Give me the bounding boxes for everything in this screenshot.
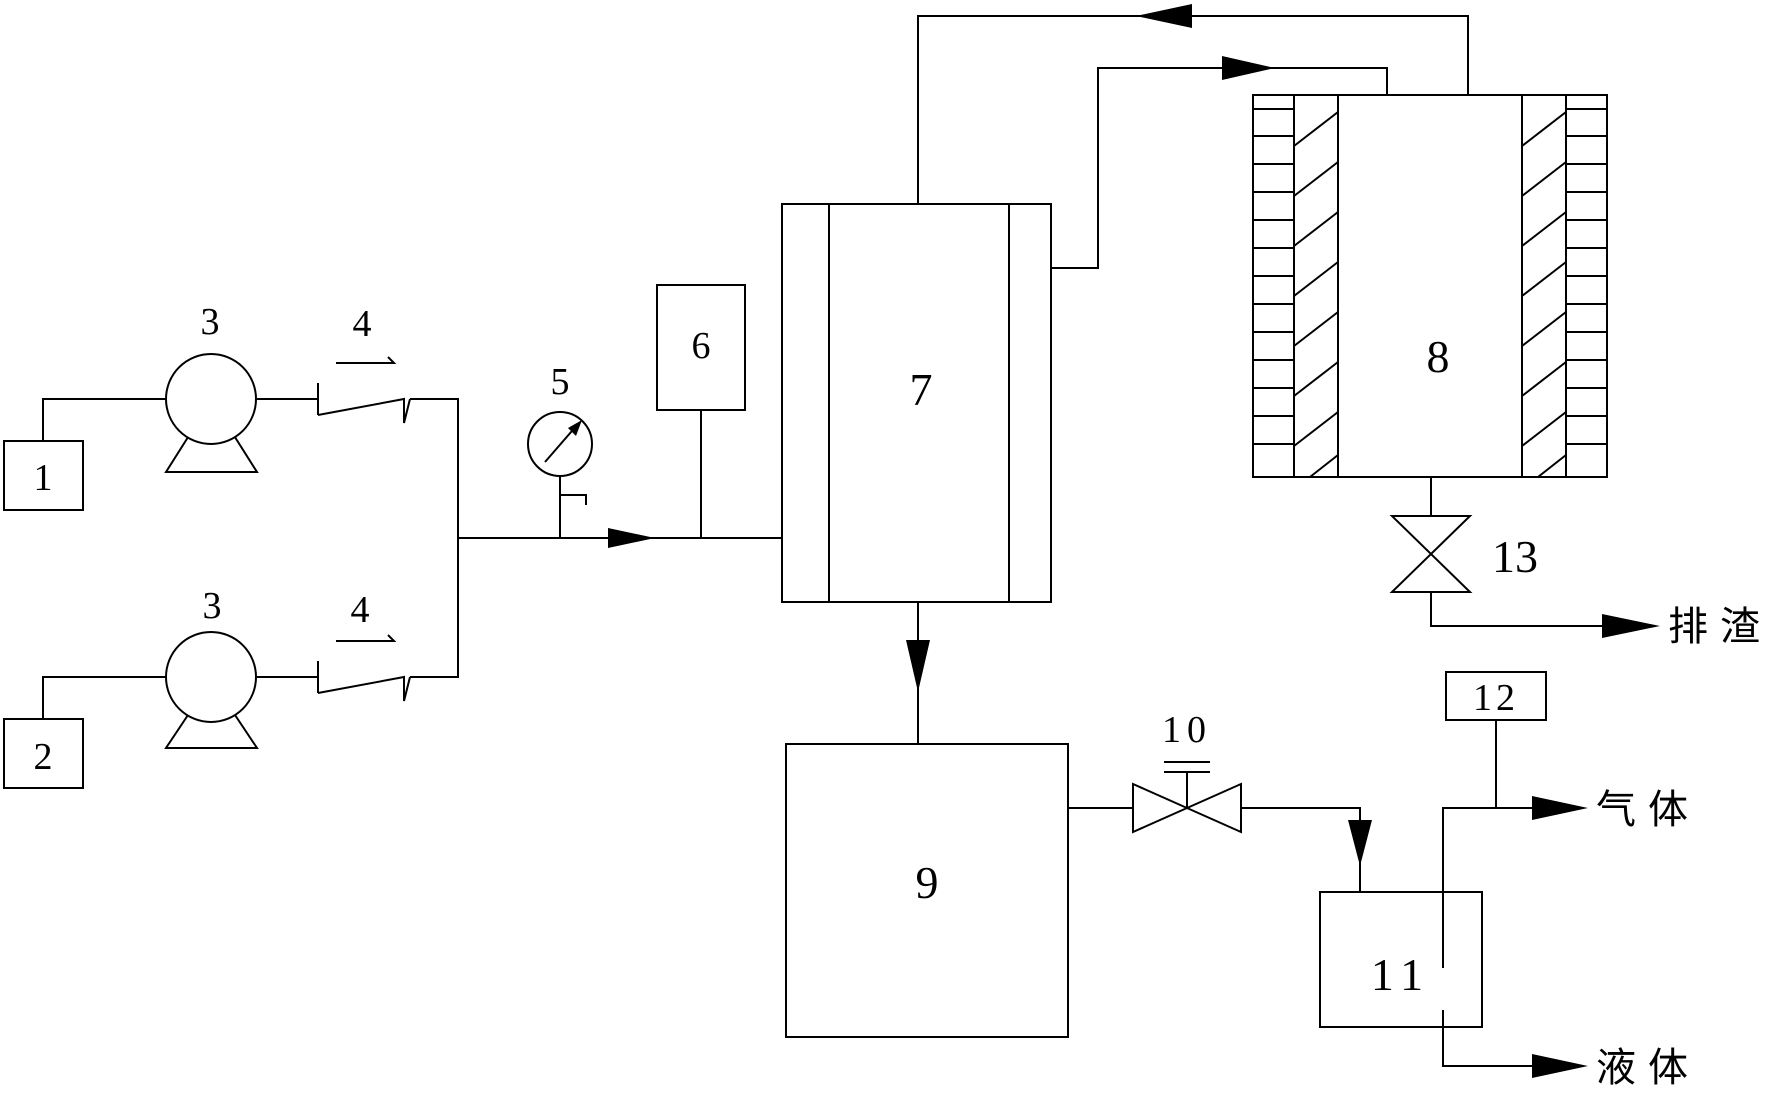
pipe-8-to-7-return (917, 15, 1469, 204)
unit-8 (1252, 94, 1608, 478)
pipe-valve10-to-11-arrow (1348, 820, 1372, 866)
unit-9 (785, 743, 1069, 1038)
check-valve-bottom (317, 675, 411, 702)
separator-11-label: 11 (1371, 949, 1431, 1000)
valve-13 (1389, 515, 1473, 593)
unit-12 (1445, 671, 1547, 721)
check-valve-bottom-label: 4 (351, 589, 370, 631)
pump-bottom (165, 631, 257, 723)
pipe-8-to-7-arrow (1136, 4, 1192, 28)
pipe-slag-discharge (1430, 592, 1602, 627)
unit-7-label: 7 (910, 364, 933, 415)
pipe-liquid-outlet (1442, 1010, 1532, 1067)
feed-tank-2-label: 2 (34, 736, 53, 778)
unit-7 (781, 203, 1052, 603)
check-valve-top (317, 397, 411, 424)
unit-8-left-brick-wall (1253, 95, 1295, 477)
pressure-gauge-tap (560, 494, 587, 505)
main-feed-arrow (608, 528, 655, 548)
pipe-tank1-to-pump (42, 398, 166, 441)
unit-8-right-insulation (1521, 95, 1567, 478)
unit-12-label: 12 (1473, 677, 1519, 719)
feed-tank-1-label: 1 (34, 457, 53, 499)
check-valve-top-arrow (336, 356, 397, 364)
pipe-7-to-8-arrow (1222, 56, 1275, 80)
check-valve-top-label: 4 (353, 303, 372, 345)
unit-9-label: 9 (916, 857, 939, 908)
gas-output-label: 气体 (1596, 787, 1700, 833)
check-valve-bottom-arrow (336, 634, 397, 642)
slag-arrow (1602, 614, 1660, 638)
unit-8-left-insulation (1293, 95, 1339, 478)
pipe-valve-top-to-header (410, 398, 459, 538)
pipe-tank2-to-pump (42, 676, 166, 719)
pump-top-label: 3 (201, 301, 220, 343)
unit-8-right-brick-wall (1565, 95, 1607, 477)
valve-13-label: 13 (1492, 531, 1538, 582)
gas-arrow (1532, 796, 1588, 820)
pressure-gauge-needle-tip (568, 420, 582, 436)
valve-10 (1132, 782, 1242, 834)
unit-6 (656, 284, 746, 411)
separator-11 (1319, 891, 1483, 1028)
valve-10-label: 10 (1162, 709, 1212, 751)
unit-6-label: 6 (692, 325, 711, 367)
pressure-gauge-label: 5 (551, 361, 570, 403)
unit-8-label: 8 (1427, 331, 1450, 382)
pipe-gas-outlet (1442, 807, 1532, 968)
liquid-arrow (1532, 1054, 1588, 1078)
pump-bottom-label: 3 (203, 585, 222, 627)
slag-output-label: 排渣 (1668, 604, 1772, 650)
pump-top (165, 353, 257, 445)
pipe-7-to-9-arrow (906, 640, 930, 692)
pipe-valve-bottom-to-header (410, 538, 459, 678)
feed-tank-1 (3, 440, 84, 511)
liquid-output-label: 液体 (1596, 1045, 1700, 1091)
